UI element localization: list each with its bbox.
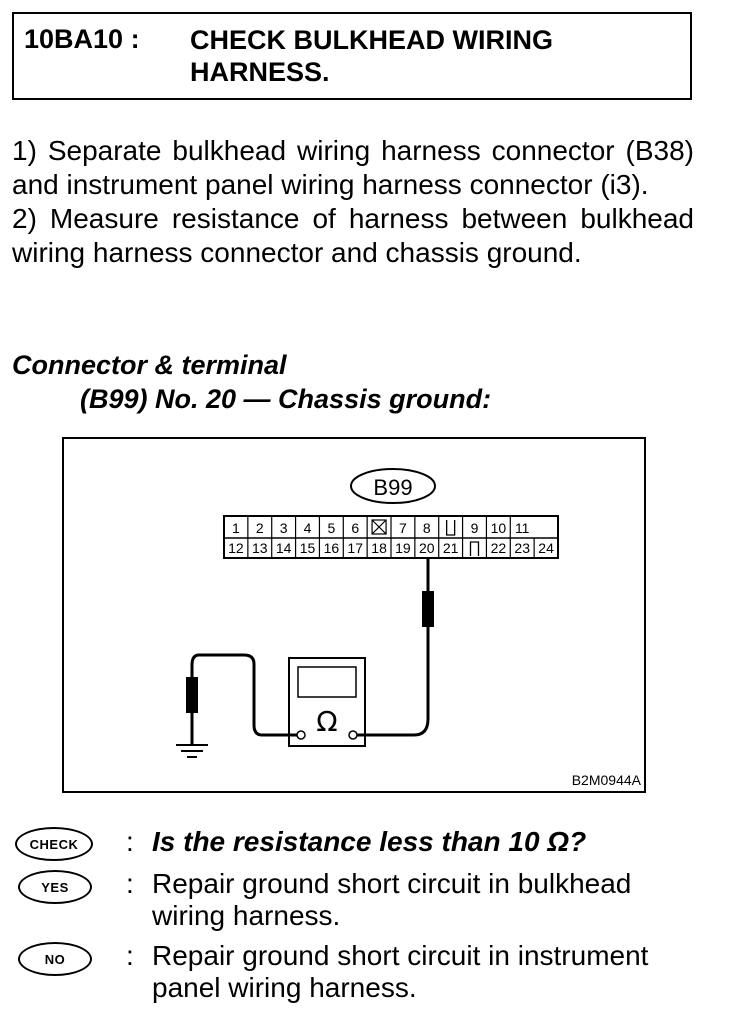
pin-label: 22	[491, 540, 507, 556]
probe-left	[186, 677, 198, 713]
check-badge: CHECK	[15, 827, 93, 861]
step-header: 10BA10 : CHECK BULKHEAD WIRING HARNESS.	[12, 12, 692, 100]
instruction-step-1: 1) Separate bulkhead wiring harness conn…	[12, 135, 694, 200]
meter-terminal-left	[296, 730, 306, 740]
pin-label: 11	[515, 520, 530, 536]
yes-answer: Repair ground short circuit in bulkhead …	[152, 868, 632, 931]
pin-label: 1	[232, 520, 240, 536]
pin-label: 18	[371, 540, 387, 556]
connector-detail: (B99) No. 20 — Chassis ground:	[80, 384, 492, 414]
latch-marker	[445, 520, 456, 536]
pin-label: 12	[228, 540, 244, 556]
probe-right	[422, 591, 434, 627]
pin-label: 4	[304, 520, 312, 536]
no-badge: NO	[18, 942, 92, 976]
pin-label: 20	[419, 540, 435, 556]
pin-label: 10	[491, 520, 507, 536]
instruction-step-2: 2) Measure resistance of harness between…	[12, 203, 694, 268]
blank-pin-marker	[371, 519, 387, 535]
pin-label: 24	[538, 540, 554, 556]
pin-label: 16	[324, 540, 340, 556]
yes-badge: YES	[18, 870, 92, 904]
pin-label: 13	[252, 540, 268, 556]
latch-marker	[469, 541, 480, 556]
no-colon: :	[126, 940, 134, 971]
instructions: 1) Separate bulkhead wiring harness conn…	[12, 134, 694, 270]
no-answer: Repair ground short circuit in instrumen…	[152, 940, 649, 1003]
pin-label: 15	[300, 540, 316, 556]
ohm-symbol: Ω	[316, 705, 337, 738]
connector-id-oval	[350, 468, 436, 504]
pin-label: 2	[256, 520, 264, 536]
step-title: CHECK BULKHEAD WIRING HARNESS.	[190, 25, 553, 87]
connector-id-label: B99	[373, 475, 412, 500]
meter-display	[297, 666, 357, 698]
yes-colon: :	[126, 868, 134, 899]
pin-label: 21	[443, 540, 459, 556]
check-colon: :	[126, 826, 134, 857]
step-code: 10BA10 :	[24, 24, 140, 54]
connector-label: Connector & terminal	[12, 350, 287, 380]
pin-label: 9	[471, 520, 479, 536]
check-question: Is the resistance less than 10 Ω?	[152, 826, 587, 857]
figure-code: B2M0944A	[572, 772, 642, 788]
ohmmeter	[288, 657, 366, 747]
pin-label: 6	[351, 520, 359, 536]
meter-terminal-right	[348, 730, 358, 740]
pin-label: 23	[514, 540, 530, 556]
pin-label: 19	[395, 540, 411, 556]
pin-label: 7	[399, 520, 407, 536]
pin-label: 5	[327, 520, 335, 536]
pin-label: 14	[276, 540, 292, 556]
pin-label: 8	[423, 520, 431, 536]
pin-label: 3	[280, 520, 288, 536]
pin-label: 17	[347, 540, 363, 556]
